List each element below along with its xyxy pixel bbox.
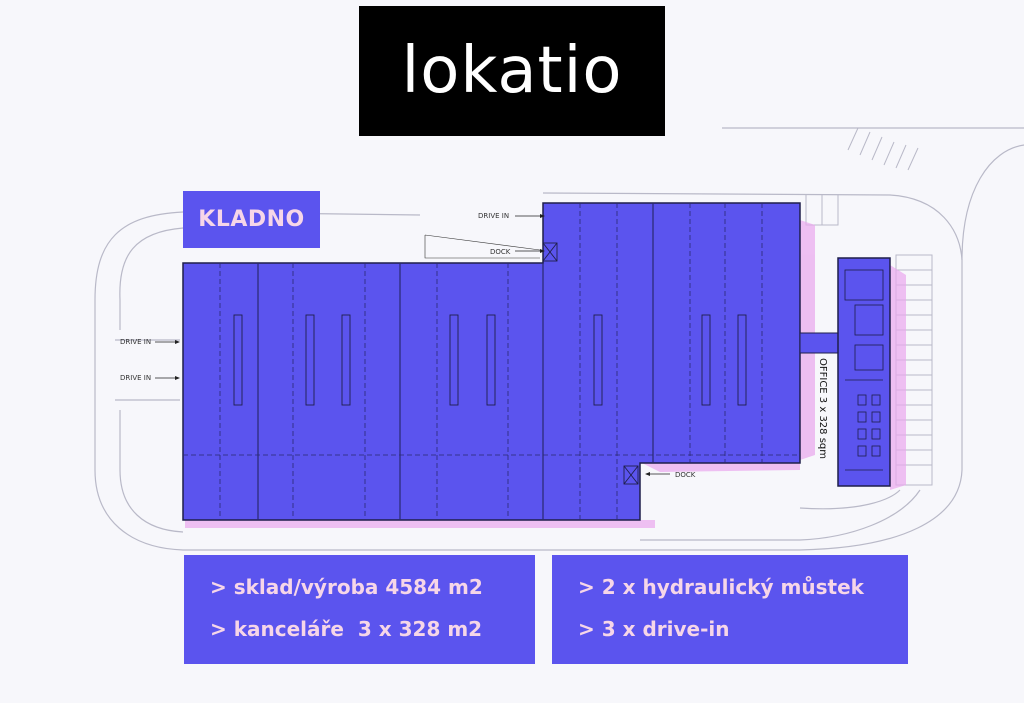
parking-top (805, 127, 919, 226)
info-box-left: > sklad/výroba 4584 m2 > kanceláře 3 x 3… (184, 555, 535, 664)
info-box-right: > 2 x hydraulický můstek > 3 x drive-in (552, 555, 908, 664)
dock-label-top: DOCK (490, 248, 511, 256)
info-right-line-2: > 3 x drive-in (578, 617, 730, 641)
drive-in-label-left-1: DRIVE IN (120, 338, 151, 346)
logo-text: lokatio (401, 34, 623, 108)
info-left-line-2: > kanceláře 3 x 328 m2 (210, 617, 483, 641)
highlight-areas (185, 220, 906, 528)
info-right-line-1: > 2 x hydraulický můstek (578, 575, 864, 599)
office-building (837, 257, 891, 487)
info-left-line-1: > sklad/výroba 4584 m2 (210, 575, 483, 599)
office-label: OFFICE 3 x 328 sqm (817, 358, 828, 459)
plan-labels: DRIVE IN DOCK DRIVE IN DRIVE IN DOCK OFF… (120, 212, 828, 479)
office-connector (799, 332, 841, 354)
location-name: KLADNO (198, 207, 305, 232)
drive-in-label-top: DRIVE IN (478, 212, 509, 220)
dock-label-bottom: DOCK (675, 471, 696, 479)
warehouse-building (182, 202, 801, 521)
logo-block: lokatio (359, 6, 665, 136)
location-tag: KLADNO (183, 191, 320, 248)
drive-in-label-left-2: DRIVE IN (120, 374, 151, 382)
